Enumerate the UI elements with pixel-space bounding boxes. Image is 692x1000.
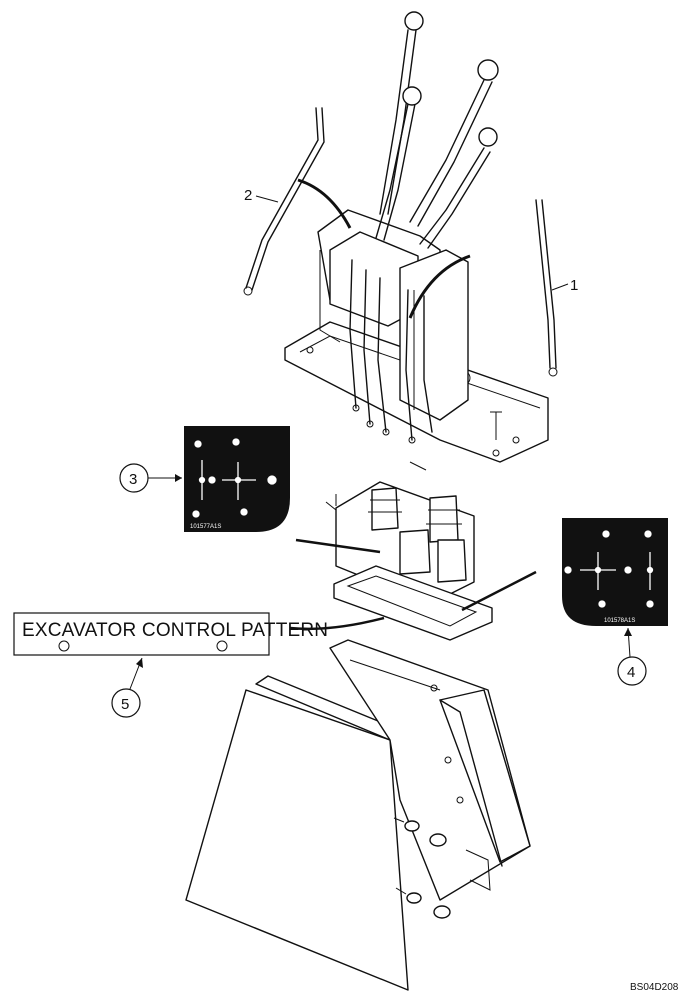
pattern-label-plate: EXCAVATOR CONTROL PATTERN bbox=[13, 612, 328, 656]
lever-boot-assembly bbox=[289, 481, 537, 641]
decal-control-pattern-right: 101578A1S bbox=[562, 518, 668, 626]
control-lever-assembly bbox=[284, 11, 549, 471]
decal-right-code: 101578A1S bbox=[604, 618, 635, 624]
callout-5: 5 bbox=[111, 657, 143, 718]
decal-left-code: 101577A1S bbox=[190, 524, 221, 530]
callout-4: 4 bbox=[617, 627, 647, 686]
callout-1: 1 bbox=[551, 277, 578, 294]
callout-5-number: 5 bbox=[121, 696, 129, 713]
callout-3: 3 bbox=[119, 463, 182, 493]
callout-2-number: 2 bbox=[244, 187, 252, 204]
decal-control-pattern-left: 101577A1S bbox=[184, 426, 290, 532]
callout-2: 2 bbox=[244, 187, 279, 204]
control-rod-right bbox=[535, 199, 558, 377]
pattern-label-text: EXCAVATOR CONTROL PATTERN bbox=[22, 620, 328, 641]
callout-3-number: 3 bbox=[129, 471, 137, 488]
callout-4-number: 4 bbox=[627, 664, 635, 681]
control-console-cover bbox=[185, 639, 531, 991]
drawing-reference-code: BS04D208 bbox=[630, 982, 679, 993]
control-rod-left bbox=[243, 107, 325, 296]
callout-1-number: 1 bbox=[570, 277, 578, 294]
